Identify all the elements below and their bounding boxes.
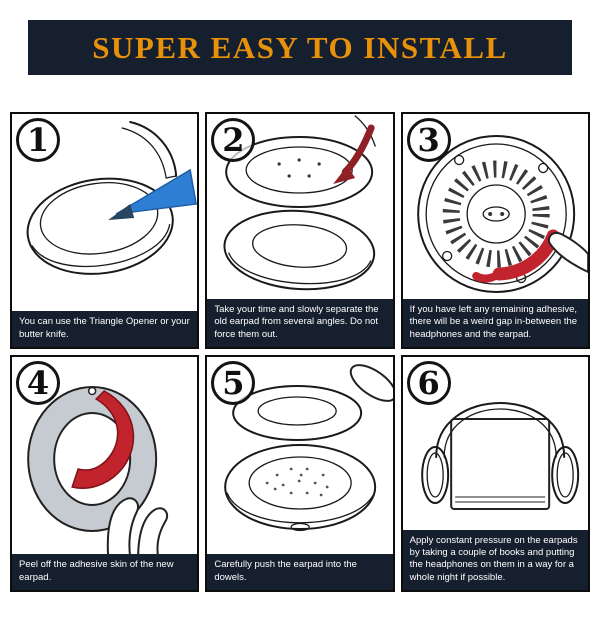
step-5-caption: Carefully push the earpad into the dowel… (207, 554, 393, 590)
adhesive-peel-illustration (12, 357, 197, 590)
step-3-caption: If you have left any remaining adhesive,… (402, 298, 588, 347)
step-3-number: 3 (406, 118, 451, 162)
books-pressure-illustration (403, 357, 588, 590)
triangle-opener-illustration (12, 114, 198, 347)
banner: SUPER EASY TO INSTALL (28, 20, 572, 75)
earpad-separation-illustration (207, 114, 392, 347)
instruction-sheet: SUPER EASY TO INSTALL 1 (0, 20, 600, 620)
step-2-number: 2 (211, 118, 256, 162)
step-panel-4: 4 Peel off the adhesive skin of the new … (10, 355, 200, 592)
finger (137, 507, 168, 558)
banner-title: SUPER EASY TO INSTALL (92, 29, 508, 65)
step-panel-3: 3 If you have l (400, 112, 590, 349)
steps-grid: 1 You can use the Triangle Opener or you… (10, 112, 590, 592)
finger (547, 232, 588, 274)
step-1-caption: You can use the Triangle Opener or your … (12, 311, 198, 347)
adhesive-film (71, 390, 135, 489)
earpad-push-illustration (207, 357, 393, 590)
step-4-number: 4 (16, 361, 60, 405)
step-panel-5: 5 (205, 355, 395, 592)
step-panel-1: 1 You can use the Triangle Opener or you… (10, 112, 200, 349)
book-stack (449, 418, 550, 510)
triangle-opener-tool (115, 168, 198, 215)
step-6-caption: Apply constant pressure on the earpads b… (402, 529, 588, 590)
separation-wedge (341, 124, 375, 176)
step-5-number: 5 (211, 361, 256, 405)
step-panel-2: 2 (205, 112, 395, 349)
finger (106, 497, 139, 558)
step-4-caption: Peel off the adhesive skin of the new ea… (12, 554, 198, 590)
adhesive-residue-illustration (403, 114, 588, 347)
step-2-caption: Take your time and slowly separate the o… (207, 298, 393, 347)
step-1-number: 1 (16, 118, 60, 162)
step-panel-6: 6 Apply constant pressure on the earpads… (400, 355, 590, 592)
step-6-number: 6 (406, 361, 451, 405)
